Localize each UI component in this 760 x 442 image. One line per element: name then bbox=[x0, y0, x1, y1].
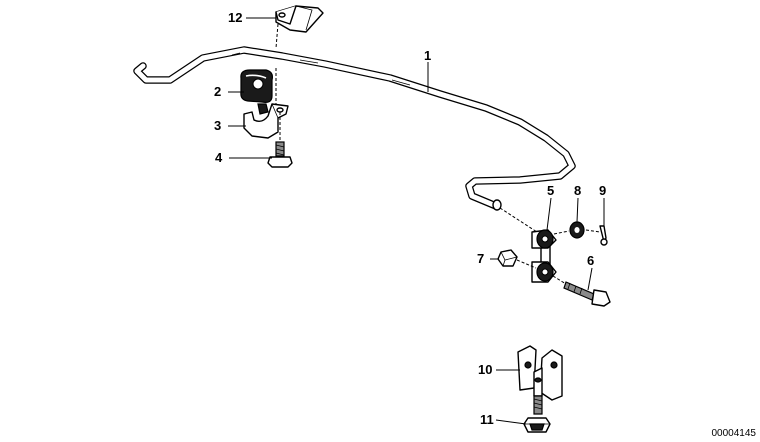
hex-bolt[interactable] bbox=[267, 141, 293, 168]
callout-5: 5 bbox=[547, 183, 554, 198]
callout-6: 6 bbox=[587, 253, 594, 268]
cotter-pin[interactable] bbox=[585, 225, 608, 246]
stabilizer-link[interactable] bbox=[499, 207, 557, 283]
leader-lines bbox=[228, 17, 605, 425]
callout-10: 10 bbox=[478, 362, 492, 377]
locking-nut[interactable] bbox=[523, 417, 551, 433]
holder[interactable] bbox=[517, 345, 563, 415]
callout-1: 1 bbox=[424, 48, 431, 63]
callout-2: 2 bbox=[214, 84, 221, 99]
callout-11: 11 bbox=[480, 412, 494, 427]
callout-labels: 1 2 3 4 5 6 7 8 9 10 11 12 bbox=[214, 10, 606, 427]
callout-12: 12 bbox=[228, 10, 242, 25]
washer[interactable] bbox=[553, 221, 585, 239]
stabilizer-bar[interactable] bbox=[133, 46, 576, 211]
callout-3: 3 bbox=[214, 118, 221, 133]
link-bolt[interactable] bbox=[552, 275, 611, 307]
hex-nut[interactable] bbox=[497, 249, 537, 269]
callout-4: 4 bbox=[215, 150, 223, 165]
callout-7: 7 bbox=[477, 251, 484, 266]
callout-9: 9 bbox=[599, 183, 606, 198]
diagram-reference-code: 00004145 bbox=[712, 428, 757, 439]
rubber-mounting[interactable] bbox=[240, 68, 277, 104]
mounting-bracket[interactable] bbox=[275, 5, 324, 49]
callout-8: 8 bbox=[574, 183, 581, 198]
clamp[interactable] bbox=[243, 103, 289, 142]
